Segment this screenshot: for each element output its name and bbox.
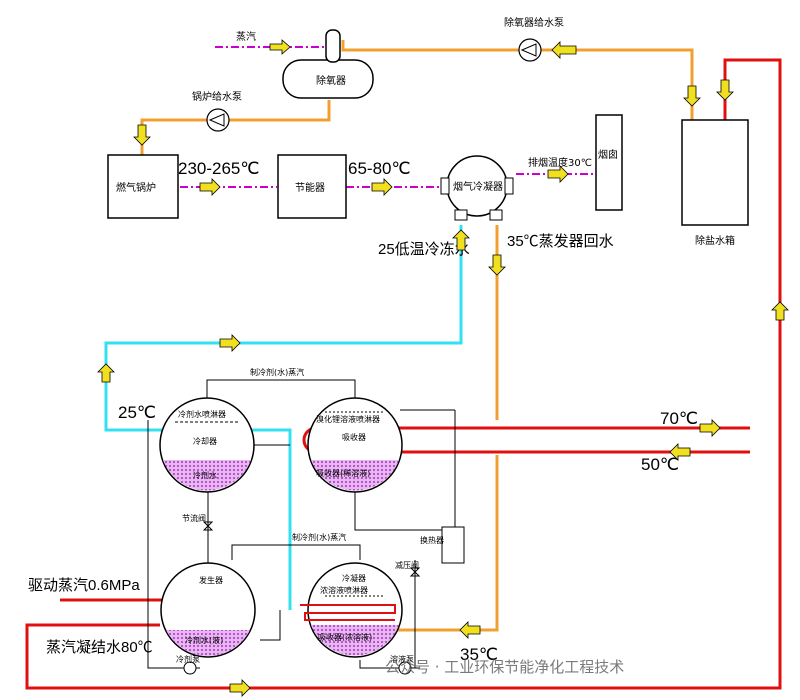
- arrow-right-icon: [199, 178, 221, 196]
- cw-in-temp: 25℃: [118, 403, 156, 422]
- solution-pump-icon: [398, 661, 412, 675]
- condenser-bottom-label: 吸收器(浓溶液): [318, 632, 372, 642]
- arrow-right-icon: [269, 39, 291, 55]
- expansion-valve-label: 减压阀: [395, 560, 419, 570]
- arrow-up-icon: [771, 301, 789, 321]
- economizer: [277, 154, 347, 219]
- solution-pump-label: 溶液泵: [390, 654, 414, 664]
- deaerator-pump-label: 除氧器给水泵: [504, 16, 564, 29]
- arrow-right-icon: [699, 419, 721, 437]
- heat-exchanger-label: 换热器: [420, 535, 444, 545]
- generator-bottom-label: 冷剂水(液): [185, 635, 223, 645]
- water-pump-icon: [183, 661, 197, 675]
- condensate-label: 蒸汽凝结水80℃: [46, 639, 153, 656]
- flue-condenser-label: 烟气冷凝器: [453, 180, 503, 193]
- throttle-valve-icon: [202, 521, 214, 531]
- flow-arrows: [97, 39, 789, 697]
- chimney: [595, 114, 623, 211]
- flue-condenser: 烟气冷凝器: [440, 155, 514, 221]
- exhaust-temp-label: 排烟温度30℃: [528, 156, 592, 169]
- deaerator-label: 除氧器: [316, 74, 346, 87]
- steam-label: 蒸汽: [236, 30, 256, 43]
- arrow-right-icon: [547, 165, 569, 183]
- temp-economizer-out: 65-80℃: [348, 159, 411, 178]
- unit-piping: [147, 379, 456, 669]
- arrow-up-icon: [452, 229, 470, 251]
- boiler-pump-label: 锅炉给水泵: [192, 90, 242, 103]
- arrow-down-icon: [716, 79, 734, 101]
- desalted-tank: [681, 119, 749, 226]
- deaerator-pump-icon: [518, 38, 542, 62]
- chimney-label: 烟囱: [598, 148, 618, 161]
- arrow-up-icon: [97, 363, 115, 383]
- red-pipes: [25, 58, 782, 690]
- temp-boiler-out: 230-265℃: [178, 159, 259, 178]
- condenser-top-label: 冷凝器: [342, 573, 366, 583]
- refrigerant-steam-mid-label: 制冷剂(水)蒸汽: [292, 532, 346, 542]
- condenser-vessel: 冷凝器 浓溶液喷淋器 吸收器(浓溶液): [300, 562, 403, 658]
- arrow-down-icon: [133, 124, 151, 146]
- arrow-down-icon: [683, 85, 701, 107]
- absorber-sprayer-label: 溴化锂溶液喷淋器: [316, 414, 380, 424]
- arrow-down-icon: [488, 254, 506, 276]
- arrow-left-icon: [669, 443, 691, 461]
- refrigerant-steam-top-label: 制冷剂(水)蒸汽: [250, 367, 304, 377]
- drive-steam-label: 驱动蒸汽0.6MPa: [28, 577, 140, 594]
- boiler: [107, 154, 179, 219]
- low-temp-cw-label: 25低温冷冻水: [378, 240, 470, 258]
- arrow-left-icon: [551, 41, 577, 59]
- evap-label: 冷却器: [193, 436, 217, 446]
- arrow-right-icon: [371, 178, 393, 196]
- evaporator-vessel: 冷剂水喷淋器 冷却器 冷剂水: [159, 397, 255, 493]
- generator-label: 发生器: [199, 575, 223, 585]
- boiler-label: 燃气锅炉: [116, 181, 156, 194]
- evap-return-label: 35℃蒸发器回水: [507, 233, 614, 250]
- absorber-label: 吸收器: [342, 432, 366, 442]
- economizer-label: 节能器: [295, 181, 325, 194]
- expansion-valve-icon: [409, 567, 421, 577]
- absorber-bottom-label: 吸收器(稀溶液): [316, 468, 370, 478]
- boiler-pump-icon: [206, 108, 230, 132]
- generator-vessel: 发生器 冷剂水(液): [160, 562, 256, 658]
- heat-exchanger: [441, 526, 465, 564]
- absorber-vessel: 溴化锂溶液喷淋器 吸收器 吸收器(稀溶液): [307, 397, 403, 493]
- condenser-sprayer-label: 浓溶液喷淋器: [320, 585, 368, 595]
- arrow-right-icon: [219, 334, 241, 352]
- throttle-valve-label: 节流阀: [182, 513, 206, 523]
- arrow-right-icon: [229, 679, 251, 697]
- hot-in-temp: 50℃: [641, 455, 679, 474]
- bottom-temp: 35℃: [460, 645, 498, 664]
- watermark: 公众号 · 工业环保节能净化工程技术: [385, 658, 624, 676]
- hot-out-temp: 70℃: [660, 409, 698, 428]
- evap-bottom-label: 冷剂水: [193, 470, 217, 480]
- arrow-left-icon: [459, 621, 481, 639]
- desalted-tank-label: 除盐水箱: [695, 234, 735, 247]
- deaerator: 除氧器: [282, 29, 374, 99]
- water-pump-label: 冷剂泵: [176, 654, 200, 664]
- cyan-pipes: [104, 225, 463, 610]
- evap-sprayer-label: 冷剂水喷淋器: [178, 409, 226, 419]
